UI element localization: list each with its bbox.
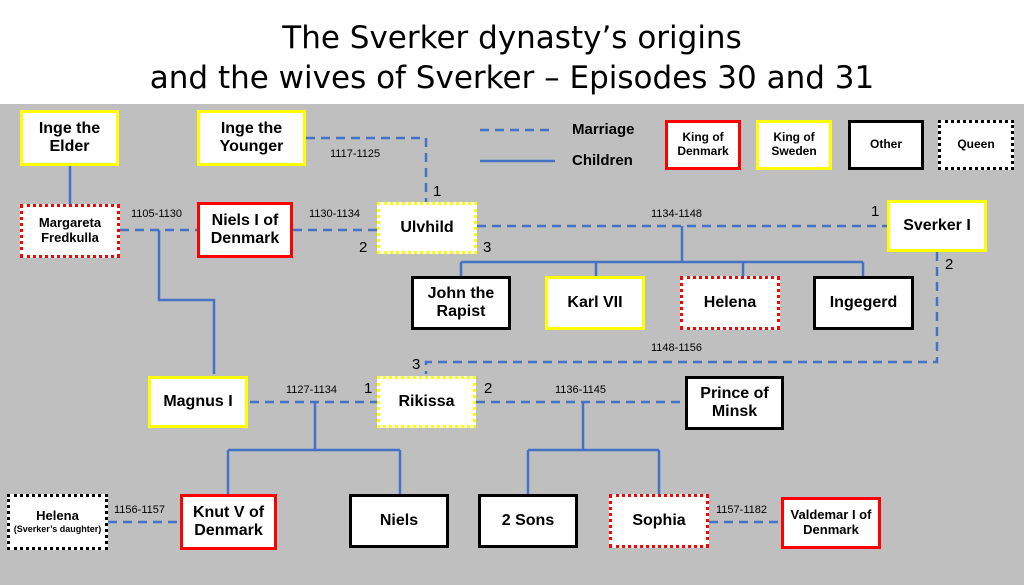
person-helena-sverkers-daughter: Helena (Sverker’s daughter) (7, 494, 108, 550)
marriage-line-sverker-rikissa (424, 252, 939, 374)
legend-king-sweden: King of Sweden (756, 120, 832, 170)
person-magnus-i: Magnus I (148, 376, 248, 428)
title-line-1: The Sverker dynasty’s origins (282, 20, 742, 56)
marriage-order-ulvhild-1: 1 (433, 183, 442, 200)
person-two-sons: 2 Sons (478, 494, 578, 548)
person-prince-of-minsk: Prince of Minsk (685, 376, 784, 430)
child-line-magnus (157, 230, 216, 374)
marriage-order-rikissa-2: 2 (484, 380, 493, 397)
years-magnus-rikissa: 1127-1134 (286, 384, 337, 396)
legend-king-denmark: King of Denmark (665, 120, 741, 170)
years-sverker-rikissa: 1148-1156 (651, 342, 702, 354)
person-inge-the-elder: Inge the Elder (20, 110, 119, 166)
person-niels: Niels (349, 494, 449, 548)
title-area: The Sverker dynasty’s origins and the wi… (0, 0, 1024, 104)
marriage-order-sverker-2: 2 (945, 256, 954, 273)
person-karl-vii: Karl VII (545, 276, 645, 330)
years-niels-ulvhild: 1130-1134 (309, 208, 360, 220)
family-tree-chart: Marriage Children King of Denmark King o… (0, 104, 1024, 585)
helena-note: (Sverker’s daughter) (13, 524, 102, 535)
person-john-the-rapist: John the Rapist (411, 276, 511, 330)
marriage-order-ulvhild-3: 3 (483, 239, 492, 256)
marriage-order-ulvhild-2: 2 (359, 239, 368, 256)
person-sverker-i: Sverker I (887, 200, 987, 252)
marriage-order-rikissa-1: 1 (364, 380, 373, 397)
person-ingegerd: Ingegerd (813, 276, 914, 330)
legend-queen: Queen (938, 120, 1014, 170)
marriage-order-sverker-1: 1 (871, 203, 880, 220)
person-knut-v-of-denmark: Knut V of Denmark (180, 494, 277, 550)
person-ulvhild: Ulvhild (377, 202, 477, 254)
person-inge-the-younger: Inge the Younger (197, 110, 306, 166)
legend-children-label: Children (572, 152, 633, 169)
helena-name: Helena (36, 508, 79, 524)
years-margareta-niels: 1105-1130 (131, 208, 182, 220)
years-rikissa-minsk: 1136-1145 (555, 384, 606, 396)
title-line-2: and the wives of Sverker – Episodes 30 a… (149, 60, 875, 96)
person-valdemar-i-of-denmark: Valdemar I of Denmark (781, 497, 881, 549)
person-rikissa: Rikissa (377, 376, 476, 428)
legend-marriage-label: Marriage (572, 121, 635, 138)
marriage-order-sverker-3: 3 (412, 356, 421, 373)
years-sophia-valdemar: 1157-1182 (716, 504, 767, 516)
person-margareta-fredkulla: Margareta Fredkulla (20, 204, 120, 258)
legend-other: Other (848, 120, 924, 170)
marriage-line-inge-ulvhild (306, 136, 428, 202)
years-inge-ulvhild: 1117-1125 (330, 148, 381, 160)
person-sophia: Sophia (609, 494, 709, 548)
person-niels-i-of-denmark: Niels I of Denmark (197, 202, 293, 258)
person-helena-daughter: Helena (680, 276, 780, 330)
years-ulvhild-sverker: 1134-1148 (651, 208, 702, 220)
connector-lines (68, 128, 939, 524)
years-helena-knut: 1156-1157 (114, 504, 165, 516)
